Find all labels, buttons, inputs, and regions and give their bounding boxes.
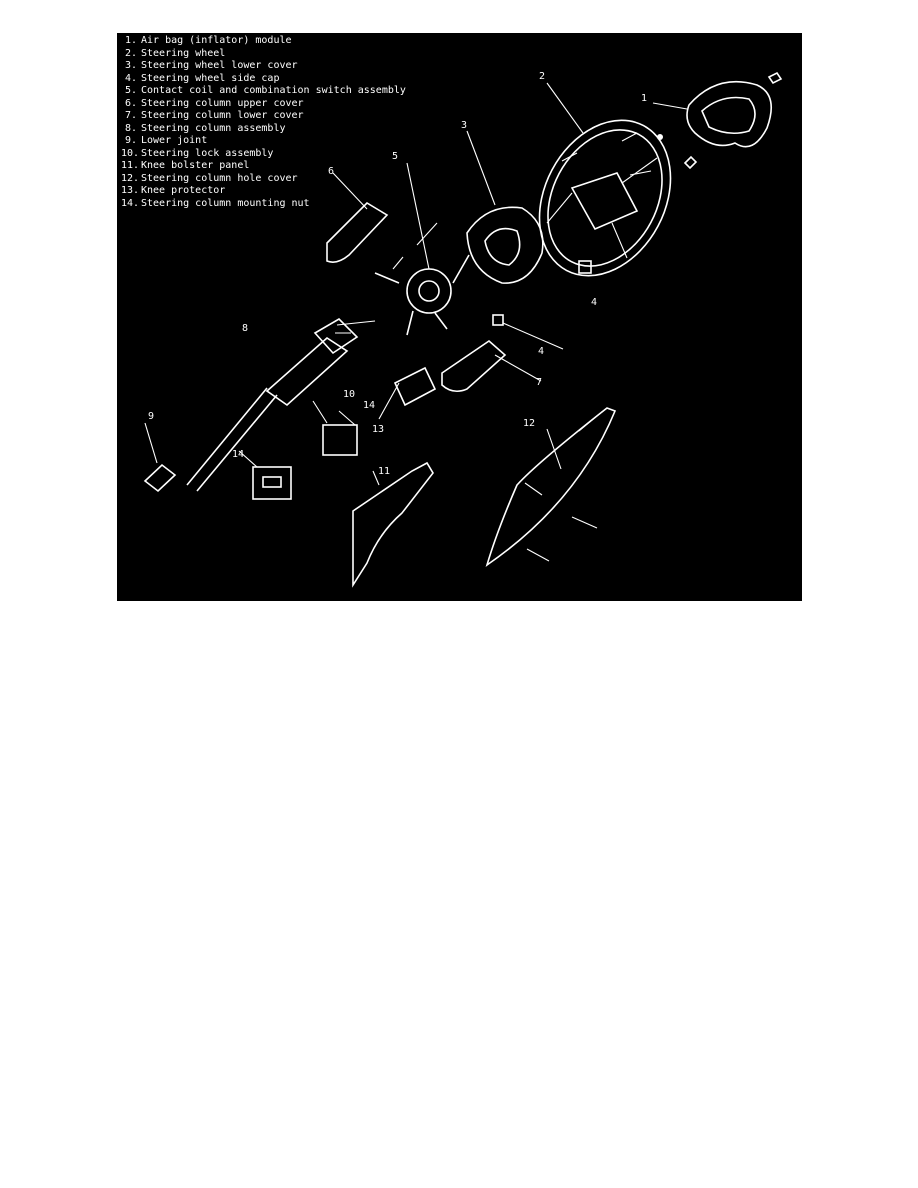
legend-item-number: 3. <box>124 60 137 71</box>
legend-item-label: Knee protector <box>141 185 226 196</box>
legend-item-number: 10. <box>121 147 140 159</box>
legend-item: 8. Steering column assembly <box>121 123 406 136</box>
steering-column-lower-cover <box>441 339 507 393</box>
legend-item: 1. Air bag (inflator) module <box>121 35 406 48</box>
steering-column-assembly <box>186 317 376 492</box>
steering-column-upper-cover <box>326 201 389 263</box>
legend-item-label: Steering wheel <box>141 47 226 59</box>
legend-item-number: 11. <box>121 160 140 171</box>
legend-item-label: Air bag (inflator) module <box>141 35 292 46</box>
steering-lock-assembly <box>322 424 358 456</box>
legend-item-label: Steering column hole cover <box>141 172 298 184</box>
mounting-nut <box>262 476 282 488</box>
legend-item: 11.Knee bolster panel <box>121 160 406 173</box>
callout-1: 1 <box>641 93 647 104</box>
legend-item: 3. Steering wheel lower cover <box>121 60 406 73</box>
callout-2: 2 <box>539 71 545 82</box>
callout-5: 5 <box>392 151 398 162</box>
legend-item: 10.Steering lock assembly <box>121 148 406 161</box>
knee-bolster-panel <box>352 461 434 588</box>
callout-11: 11 <box>378 466 390 477</box>
steering-wheel-side-cap <box>492 314 504 326</box>
callout-13: 13 <box>372 424 384 435</box>
legend-item-label: Steering wheel side cap <box>141 72 280 84</box>
legend-item-label: Steering wheel lower cover <box>141 60 298 71</box>
parts-legend: 1. Air bag (inflator) module 2. Steering w… <box>121 35 406 210</box>
legend-item: 5. Contact coil and combination switch as… <box>121 85 406 98</box>
exploded-view-figure: 1. Air bag (inflator) module 2. Steering w… <box>117 33 802 601</box>
legend-item-label: Steering column upper cover <box>141 97 304 109</box>
steering-wheel-lower-cover <box>466 206 544 284</box>
callout-14: 14 <box>363 400 375 411</box>
legend-item-number: 1. <box>124 35 137 46</box>
legend-item-label: Steering column assembly <box>141 122 286 134</box>
legend-item-number: 14. <box>121 197 140 209</box>
callout-12: 12 <box>523 418 535 429</box>
legend-item-label: Lower joint <box>141 135 208 146</box>
legend-item-number: 9. <box>124 135 137 146</box>
screw-leader-lines <box>524 410 604 562</box>
mounting-nut-inset <box>252 466 292 500</box>
steering-wheel-side-cap <box>578 260 592 274</box>
legend-item-number: 8. <box>124 122 137 134</box>
callout-9: 9 <box>148 411 154 422</box>
steering-wheel <box>538 119 672 277</box>
legend-item-number: 7. <box>124 110 137 121</box>
callout-14: 14 <box>232 449 244 460</box>
lower-joint <box>143 463 177 493</box>
callout-10: 10 <box>343 389 355 400</box>
legend-item-label: Contact coil and combination switch asse… <box>141 85 406 96</box>
legend-item: 2. Steering wheel <box>121 48 406 61</box>
legend-item-label: Knee bolster panel <box>141 160 250 171</box>
legend-item-number: 4. <box>124 72 137 84</box>
air-bag-module <box>683 71 783 170</box>
legend-item: 4. Steering wheel side cap <box>121 73 406 86</box>
legend-item: 9. Lower joint <box>121 135 406 148</box>
legend-item-label: Steering lock assembly <box>141 147 274 159</box>
steering-column-hole-cover <box>485 407 617 567</box>
legend-item-number: 5. <box>124 85 137 96</box>
knee-protector <box>393 366 437 407</box>
legend-item-label: Steering column mounting nut <box>141 197 310 209</box>
callout-3: 3 <box>461 120 467 131</box>
callout-6: 6 <box>328 166 334 177</box>
legend-item-number: 13. <box>121 185 140 196</box>
legend-item: 6. Steering column upper cover <box>121 98 406 111</box>
callout-7: 7 <box>536 377 542 388</box>
legend-item: 13.Knee protector <box>121 185 406 198</box>
legend-item-number: 6. <box>124 97 137 109</box>
callout-4: 4 <box>591 297 597 308</box>
legend-item: 7. Steering column lower cover <box>121 110 406 123</box>
callout-8: 8 <box>242 323 248 334</box>
exploded-view-drawing: 1 2 3 4 4 5 6 7 8 9 10 11 12 13 14 14 <box>143 71 783 588</box>
legend-item: 12.Steering column hole cover <box>121 173 406 186</box>
legend-item-label: Steering column lower cover <box>141 110 304 121</box>
legend-item-number: 12. <box>121 172 140 184</box>
legend-item-number: 2. <box>124 47 137 59</box>
contact-coil-combination-switch <box>374 222 470 336</box>
callout-4: 4 <box>538 346 544 357</box>
legend-item: 14.Steering column mounting nut <box>121 198 406 211</box>
